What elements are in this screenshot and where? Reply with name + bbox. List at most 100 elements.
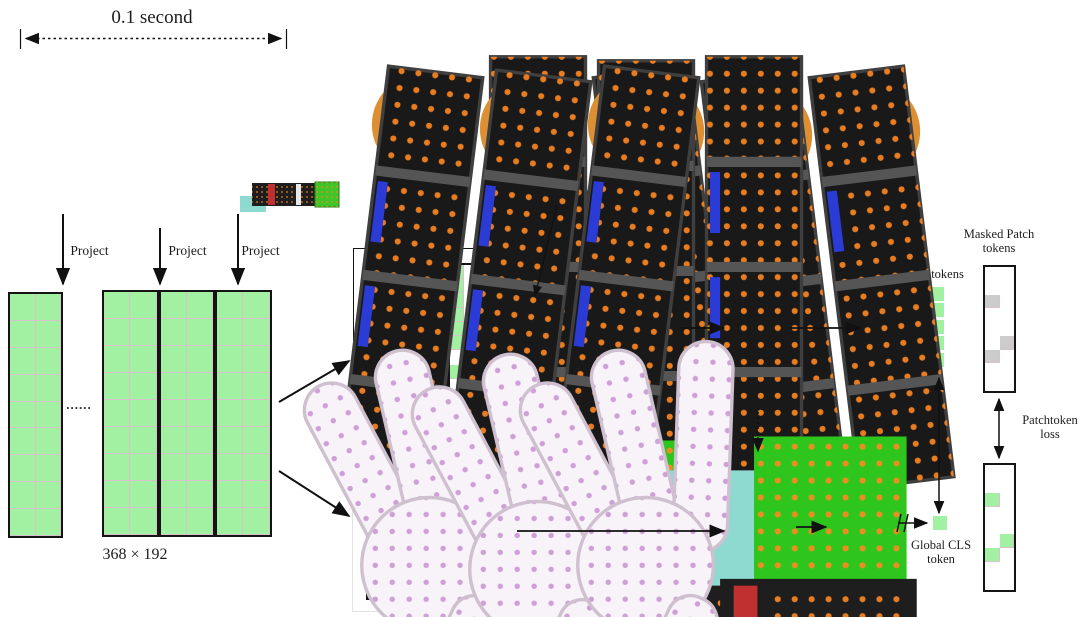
grid-cell: [593, 380, 608, 395]
grid-cell: [431, 293, 446, 308]
grid-cell: [369, 307, 384, 322]
grid-cell: [496, 364, 511, 379]
grid-cell: [544, 267, 559, 282]
grid-cell: [431, 470, 446, 485]
grid-cell: [449, 350, 464, 365]
grid-cell: [368, 498, 383, 513]
grid-cell: [496, 265, 511, 280]
grid-cell: [217, 346, 244, 373]
grid-cell: [130, 346, 157, 373]
grid-cell: [482, 498, 497, 513]
grid-cell: [130, 292, 157, 319]
grid-cell: [431, 512, 446, 527]
grid-cell: [644, 267, 659, 282]
grid-cell: [611, 295, 626, 310]
grid-cell: [130, 427, 157, 454]
stop-gradient-icon: [896, 513, 909, 533]
grid-cell: [10, 455, 36, 483]
grid-cell: [496, 526, 511, 542]
grid-cell: [368, 526, 383, 542]
grid-cell: [449, 279, 464, 294]
grid-cell: [985, 349, 1000, 364]
grid-cell: [449, 265, 464, 280]
grid-cell: [368, 569, 383, 584]
grid-cell: [417, 498, 432, 513]
grid-cell: [985, 322, 1000, 336]
student-masks-title: Student masks: [390, 232, 464, 246]
grid-cell: [625, 281, 640, 296]
grid-cell: [431, 541, 446, 556]
grid-cell: [369, 321, 384, 337]
grid-cell: [382, 484, 397, 499]
grid-cell: [368, 555, 383, 570]
grid-cell: [449, 336, 464, 351]
robot-arm: [240, 181, 340, 212]
split-arrow-down: [278, 470, 351, 517]
grid-cell: [10, 428, 36, 456]
grid-cell: [496, 336, 511, 351]
grid-cell: [999, 465, 1014, 479]
grid-cell: [383, 293, 398, 308]
grid-cell: [130, 454, 157, 481]
input-grid-panel: [158, 290, 215, 537]
grid-cell: [382, 555, 397, 570]
grid-cell: [10, 294, 36, 321]
grid-cell: [449, 555, 464, 570]
grid-cell: [186, 292, 213, 319]
grid-cell: [482, 484, 497, 499]
centering-label: Centering: [837, 492, 853, 565]
grid-cell: [999, 363, 1014, 378]
grid-cell: [544, 295, 559, 310]
grid-cell: [985, 308, 1000, 323]
teacher-masks-top-wide: [577, 265, 675, 397]
grid-cell: [382, 498, 397, 513]
input-grid-ellipsis: ......: [66, 397, 92, 412]
grid-cell: [658, 309, 673, 324]
grid-cell: [658, 281, 673, 296]
grid-cell: [431, 555, 446, 570]
grid-cell: [463, 541, 478, 556]
grid-cell: [530, 309, 545, 324]
grid-cell: [417, 307, 432, 322]
grid-cell: [544, 380, 559, 395]
grid-cell: [496, 541, 511, 556]
input-grid-panel: [102, 290, 159, 537]
grid-cell: [611, 323, 626, 339]
grid-cell: [417, 470, 432, 485]
grid-cell: [417, 336, 432, 351]
grid-cell: [417, 350, 432, 365]
grid-cell: [104, 508, 131, 535]
grid-cell: [611, 281, 626, 296]
grid-cell: [482, 350, 497, 365]
grid-cell: [463, 364, 478, 379]
grid-cell: [999, 280, 1014, 295]
grid-cell: [544, 281, 559, 296]
grid-cell: [625, 309, 640, 324]
grid-cell: [999, 335, 1014, 350]
grid-cell: [383, 265, 398, 280]
timespan-bracket: [19, 29, 288, 49]
grid-cell: [417, 293, 432, 308]
grid-cell: [496, 484, 511, 499]
grid-cell: [186, 481, 213, 508]
grid-cell: [217, 508, 244, 535]
grid-cell: [383, 279, 398, 294]
grid-cell: [243, 346, 270, 373]
grid-cell: [496, 583, 511, 598]
grid-cell: [431, 364, 446, 379]
grid-cell: [530, 281, 545, 296]
cls-tokens-stack: [930, 287, 944, 367]
grid-cell: [243, 373, 270, 400]
grid-cell: [579, 366, 594, 381]
grid-cell: [999, 478, 1014, 493]
grid-cell: [644, 338, 659, 353]
grid-cell: [999, 294, 1014, 309]
grid-cell: [431, 265, 446, 280]
teacher-masks-top-panel: [609, 265, 642, 397]
grid-cell: [463, 569, 478, 584]
grid-cell: [593, 338, 608, 353]
grid-cell: [463, 526, 478, 542]
grid-cell: [999, 267, 1014, 281]
